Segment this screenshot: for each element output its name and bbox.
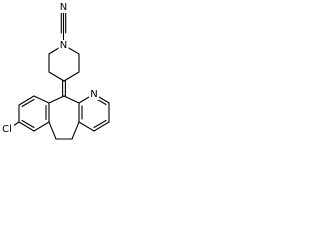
atom-pyridine-nitrogen: N	[89, 89, 99, 100]
benzene-inner-double-2	[21, 119, 35, 129]
pyridine-bond-4	[93, 121, 110, 132]
benzene-inner-double-1	[21, 98, 35, 108]
atom-label-layer: N N N Cl	[0, 2, 99, 135]
atom-chlorine: Cl	[0, 124, 14, 135]
c11-benzene-bond	[48, 95, 65, 104]
pyridine-bond-5	[78, 121, 95, 132]
atom-label-piperidine-n: N	[60, 40, 67, 51]
atom-label-pyridine-n: N	[90, 89, 97, 100]
benzene-bond-5	[33, 121, 50, 132]
bridge-bond-3	[71, 121, 80, 140]
chemical-structure-diagram: N N N Cl	[0, 2, 110, 140]
pyridine-inner-double-4	[93, 119, 107, 129]
bridge-bond-1	[48, 121, 57, 140]
benzene-bond-1	[33, 95, 50, 104]
atom-nitrile-nitrogen: N	[58, 2, 69, 13]
atom-piperidine-nitrogen: N	[58, 40, 69, 51]
benzene-bond-2	[18, 95, 35, 106]
atom-label-cl: Cl	[2, 124, 12, 135]
bond-layer	[9, 11, 110, 140]
c11-pyridine-bond	[63, 95, 80, 104]
piperidine-bond-c3-c4	[63, 71, 80, 82]
atom-label-nitrile-n: N	[60, 2, 67, 13]
piperidine-bond-c4-c5	[48, 71, 65, 82]
benzene-bond-4	[18, 121, 35, 132]
